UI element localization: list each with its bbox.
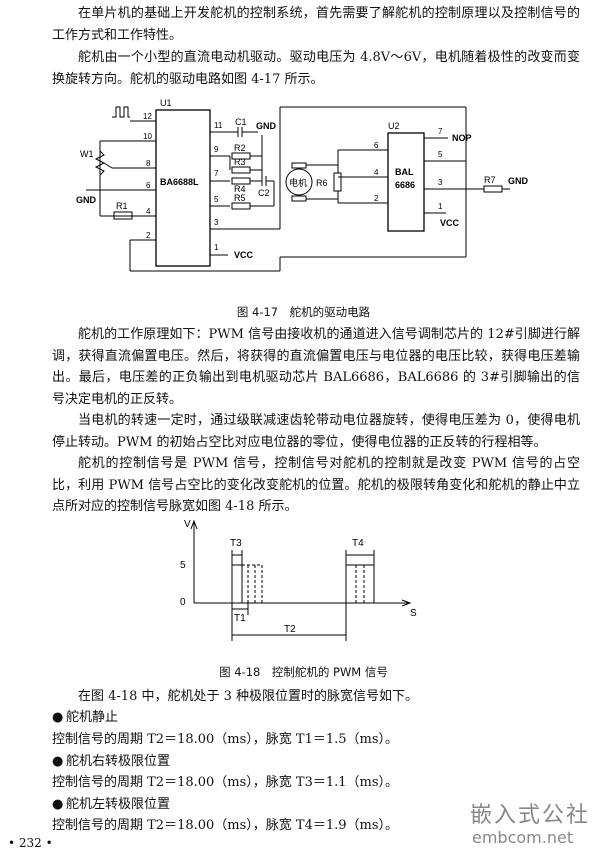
bullet-dot-icon: ● [52, 797, 64, 812]
svg-text:5: 5 [214, 195, 219, 204]
y-tick-0: 0 [180, 597, 186, 608]
svg-text:6: 6 [374, 141, 379, 150]
svg-text:6: 6 [146, 181, 151, 190]
paragraph-principle: 舵机的工作原理如下：PWM 信号由接收机的通道进入信号调制芯片的 12#引脚进行… [52, 327, 580, 407]
svg-text:R2: R2 [234, 143, 246, 153]
label-motor: 电机 [289, 177, 307, 188]
svg-text:R7: R7 [484, 175, 496, 185]
svg-text:12: 12 [143, 112, 152, 121]
paragraph-control-signal: 舵机的控制信号是 PWM 信号，控制信号对舵机的控制就是改变 PWM 信号的占空… [52, 456, 580, 514]
label-chip1: BA6688L [160, 177, 199, 187]
svg-text:R5: R5 [234, 193, 246, 203]
caption-fig-4-18: 图 4-18 控制舵机的 PWM 信号 [219, 665, 388, 679]
label-w1: W1 [80, 149, 94, 159]
label-t4: T4 [352, 538, 364, 549]
pulse-signal [112, 106, 130, 118]
bullet-text-left: 控制信号的周期 T2＝18.00（ms），脉宽 T4＝1.9（ms）。 [52, 818, 399, 833]
bullet-title-right: ●舵机右转极限位置 [52, 752, 170, 772]
x-axis-label: S [410, 608, 417, 619]
bullet-title-static: ●舵机静止 [52, 708, 118, 728]
motor-symbol [285, 168, 313, 196]
svg-text:3: 3 [214, 218, 219, 227]
svg-text:R3: R3 [234, 157, 246, 167]
svg-text:7: 7 [438, 127, 443, 136]
paragraph-intro: 在单片机的基础上开发舵机的控制系统，首先需要了解舵机的控制原理以及控制信号的工作… [52, 6, 580, 43]
svg-text:8: 8 [146, 159, 151, 168]
page-number: • 232 • [8, 836, 53, 850]
svg-text:2: 2 [146, 231, 151, 240]
svg-text:R1: R1 [116, 201, 128, 211]
paragraph-limit-positions: 在图 4-18 中，舵机处于 3 种极限位置时的脉宽信号如下。 [78, 689, 419, 704]
label-t3: T3 [230, 538, 242, 549]
svg-text:U2: U2 [388, 121, 400, 131]
svg-text:4: 4 [146, 207, 151, 216]
svg-text:3: 3 [438, 178, 443, 187]
watermark-en: embcom.net [472, 828, 574, 847]
bullet-text-right: 控制信号的周期 T2＝18.00（ms），脉宽 T3＝1.1（ms）。 [52, 775, 399, 790]
chip-u2 [387, 132, 425, 232]
svg-text:4: 4 [374, 168, 379, 177]
bullet-dot-icon: ● [52, 710, 64, 725]
svg-text:VCC: VCC [440, 218, 460, 228]
circuit-diagram: U1 BA6688L 12 10 8 6 4 2 11 9 7 5 3 1 W1… [76, 98, 529, 272]
label-t1: T1 [234, 613, 246, 624]
svg-text:9: 9 [214, 145, 219, 154]
svg-text:1: 1 [438, 202, 443, 211]
caption-fig-4-17: 图 4-17 舵机的驱动电路 [236, 305, 371, 319]
svg-text:1: 1 [214, 243, 219, 252]
svg-text:R4: R4 [234, 184, 246, 194]
svg-text:VCC: VCC [234, 250, 254, 260]
svg-text:11: 11 [214, 121, 223, 130]
svg-text:10: 10 [143, 132, 152, 141]
bullet-title-left: ●舵机左转极限位置 [52, 795, 170, 815]
bullet-dot-icon: ● [52, 754, 64, 769]
svg-text:5: 5 [438, 150, 443, 159]
svg-text:BAL: BAL [395, 167, 414, 177]
y-axis-label: V [184, 519, 191, 530]
svg-text:GND: GND [76, 195, 97, 205]
svg-text:NOP: NOP [452, 133, 472, 143]
svg-text:GND: GND [256, 121, 277, 131]
pulse-1 [231, 564, 243, 604]
svg-text:R6: R6 [316, 178, 328, 188]
paragraph-motor: 舵机由一个小型的直流电动机驱动。驱动电压为 4.8V～6V，电机随着极性的改变而… [52, 50, 580, 87]
label-u1: U1 [160, 98, 172, 108]
watermark-cn: 嵌入式公社 [470, 803, 591, 828]
y-tick-5: 5 [180, 560, 186, 571]
svg-text:7: 7 [214, 169, 219, 178]
label-t2: T2 [284, 624, 296, 635]
svg-text:GND: GND [508, 176, 529, 186]
pwm-diagram: V S 5 0 T3 T1 T4 T2 [180, 519, 417, 641]
svg-text:C1: C1 [235, 117, 247, 127]
chip-u1 [155, 109, 211, 267]
pulse-2 [345, 564, 375, 604]
svg-text:C2: C2 [258, 188, 270, 198]
paragraph-speed: 当电机的转速一定时，通过级联减速齿轮带动电位器旋转，使得电压差为 0，使得电机停… [52, 413, 580, 450]
svg-text:2: 2 [374, 194, 379, 203]
bullet-text-static: 控制信号的周期 T2＝18.00（ms），脉宽 T1＝1.5（ms）。 [52, 732, 399, 747]
svg-text:6686: 6686 [395, 180, 415, 190]
